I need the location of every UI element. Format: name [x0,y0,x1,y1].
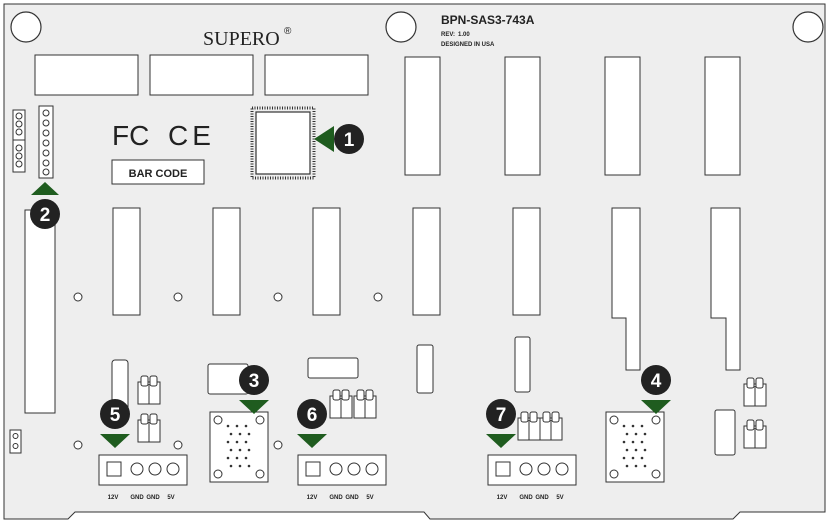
sas-connector [209,411,269,483]
board-model: BPN-SAS3-743A [441,13,535,27]
drive-slot-l-shaped [710,207,741,371]
drive-slot-top [704,56,741,176]
small-hole [273,292,283,302]
label-pad [34,54,139,96]
callout-7: 7 [486,399,516,448]
small-slot [416,344,434,394]
callout-badge [334,124,364,154]
small-hole [173,440,183,450]
small-hole [73,292,83,302]
drive-slot-top [504,56,541,176]
board-rev-value: 1.00 [458,32,470,38]
board-rev-label: REV: [441,32,455,38]
drive-slot-middle [112,207,141,316]
power-pin-label: 5V [167,495,174,501]
drive-slot-top [404,56,441,176]
ce-mark: CE [168,120,215,151]
callout-badge [30,199,60,229]
callout-number: 7 [496,405,507,426]
callout-badge [486,399,516,429]
brand-registered-mark: ® [284,26,292,37]
header-pins-column [38,105,54,179]
power-pin-label: GND [329,495,343,501]
jumper-header-bottom [9,429,22,454]
label-pad [264,54,369,96]
jumper-header-top [12,109,26,173]
pin-header [137,413,161,443]
callout-number: 3 [249,371,260,392]
callout-4: 4 [641,365,671,414]
small-hole [73,440,83,450]
power-pin-label: 5V [556,495,563,501]
pin-header [329,389,353,419]
mounting-hole [10,11,42,43]
pin-header [743,419,767,449]
callout-arrow [314,126,334,152]
pin-header [353,389,377,419]
callout-arrow [486,434,516,448]
label-pad [149,54,254,96]
callout-number: 2 [40,205,51,226]
power-pin-label: GND [519,495,533,501]
left-long-slot [24,209,56,414]
callout-1: 1 [314,124,364,154]
pin-header [137,375,161,405]
small-slot [714,409,736,456]
drive-slot-middle [212,207,241,316]
callout-badge [100,399,130,429]
callout-arrow [239,400,269,414]
small-hole [173,292,183,302]
callout-arrow [31,182,59,195]
drive-slot-middle [312,207,341,316]
power-pin-label: GND [535,495,549,501]
small-slot [514,336,531,393]
pin-header [539,411,563,441]
mounting-hole [792,11,824,43]
callout-number: 5 [110,405,121,426]
sas-connector [605,411,665,483]
fcc-mark: FC [112,120,149,151]
power-pin-label: 12V [307,495,318,501]
callout-arrow [641,400,671,414]
barcode-box [111,159,205,185]
power-pin-label: GND [130,495,144,501]
callout-badge [641,365,671,395]
drive-slot-middle [512,207,541,316]
callout-badge [239,365,269,395]
power-pin-label: 12V [108,495,119,501]
power-pin-label: GND [345,495,359,501]
small-slot [307,357,359,379]
drive-slot-l-shaped [611,207,641,371]
mounting-hole [385,11,417,43]
power-pin-label: GND [146,495,160,501]
small-hole [373,292,383,302]
controller-chip [250,106,316,180]
callout-3: 3 [239,365,269,414]
pin-header [743,377,767,407]
brand-logo: SUPERO [203,28,280,50]
callout-number: 4 [651,371,662,392]
small-hole [273,440,283,450]
drive-slot-middle [412,207,441,316]
power-pin-label: 5V [366,495,373,501]
power-pin-label: 12V [497,495,508,501]
callout-number: 6 [307,405,318,426]
board-designed-in: DESIGNED IN USA [441,42,495,48]
callout-5: 5 [100,399,130,448]
callout-number: 1 [344,130,355,151]
barcode-label: BAR CODE [129,168,188,180]
callout-arrow [297,434,327,448]
drive-slot-top [604,56,641,176]
callout-badge [297,399,327,429]
callout-6: 6 [297,399,327,448]
callout-2: 2 [30,182,60,229]
callout-arrow [100,434,130,448]
